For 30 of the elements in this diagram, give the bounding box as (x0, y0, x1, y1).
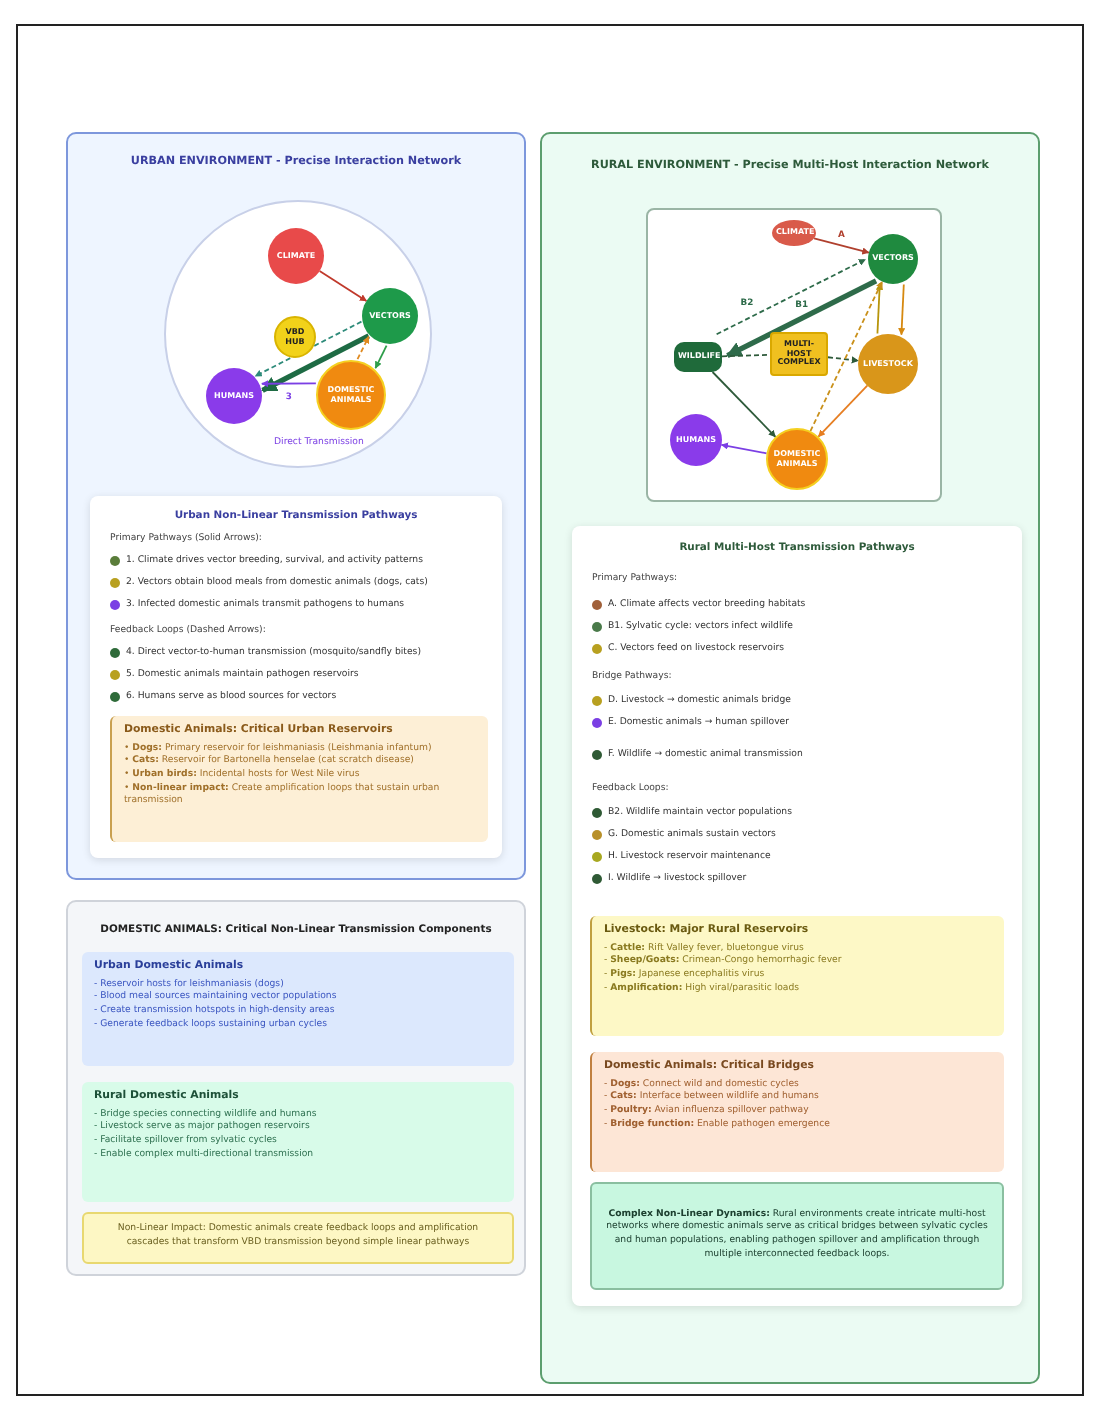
arrow (726, 278, 878, 358)
arrow (711, 371, 777, 438)
arrow (827, 356, 860, 364)
arrow (720, 442, 768, 455)
panel (66, 132, 526, 880)
callout-box (590, 1052, 1004, 1172)
arrow (261, 333, 370, 393)
arrow (817, 384, 869, 438)
panel (540, 132, 1040, 1384)
arrow (898, 283, 906, 336)
arrow (875, 282, 884, 335)
node-box (770, 332, 828, 376)
arrow (261, 380, 317, 388)
arrow (715, 258, 867, 336)
arrow (254, 320, 363, 377)
card (572, 526, 1022, 1306)
callout-box (590, 916, 1004, 1036)
callout-box (82, 1082, 514, 1202)
arrow (813, 237, 870, 255)
arrow (356, 335, 370, 361)
node-box (674, 342, 722, 372)
note-box (82, 1212, 514, 1264)
callout-box (110, 716, 488, 842)
card (90, 496, 502, 858)
arrow (318, 270, 368, 302)
arrow (809, 280, 884, 432)
callout-box (82, 952, 514, 1066)
panel (66, 900, 526, 1276)
note-box (590, 1182, 1004, 1290)
arrow (374, 344, 388, 369)
